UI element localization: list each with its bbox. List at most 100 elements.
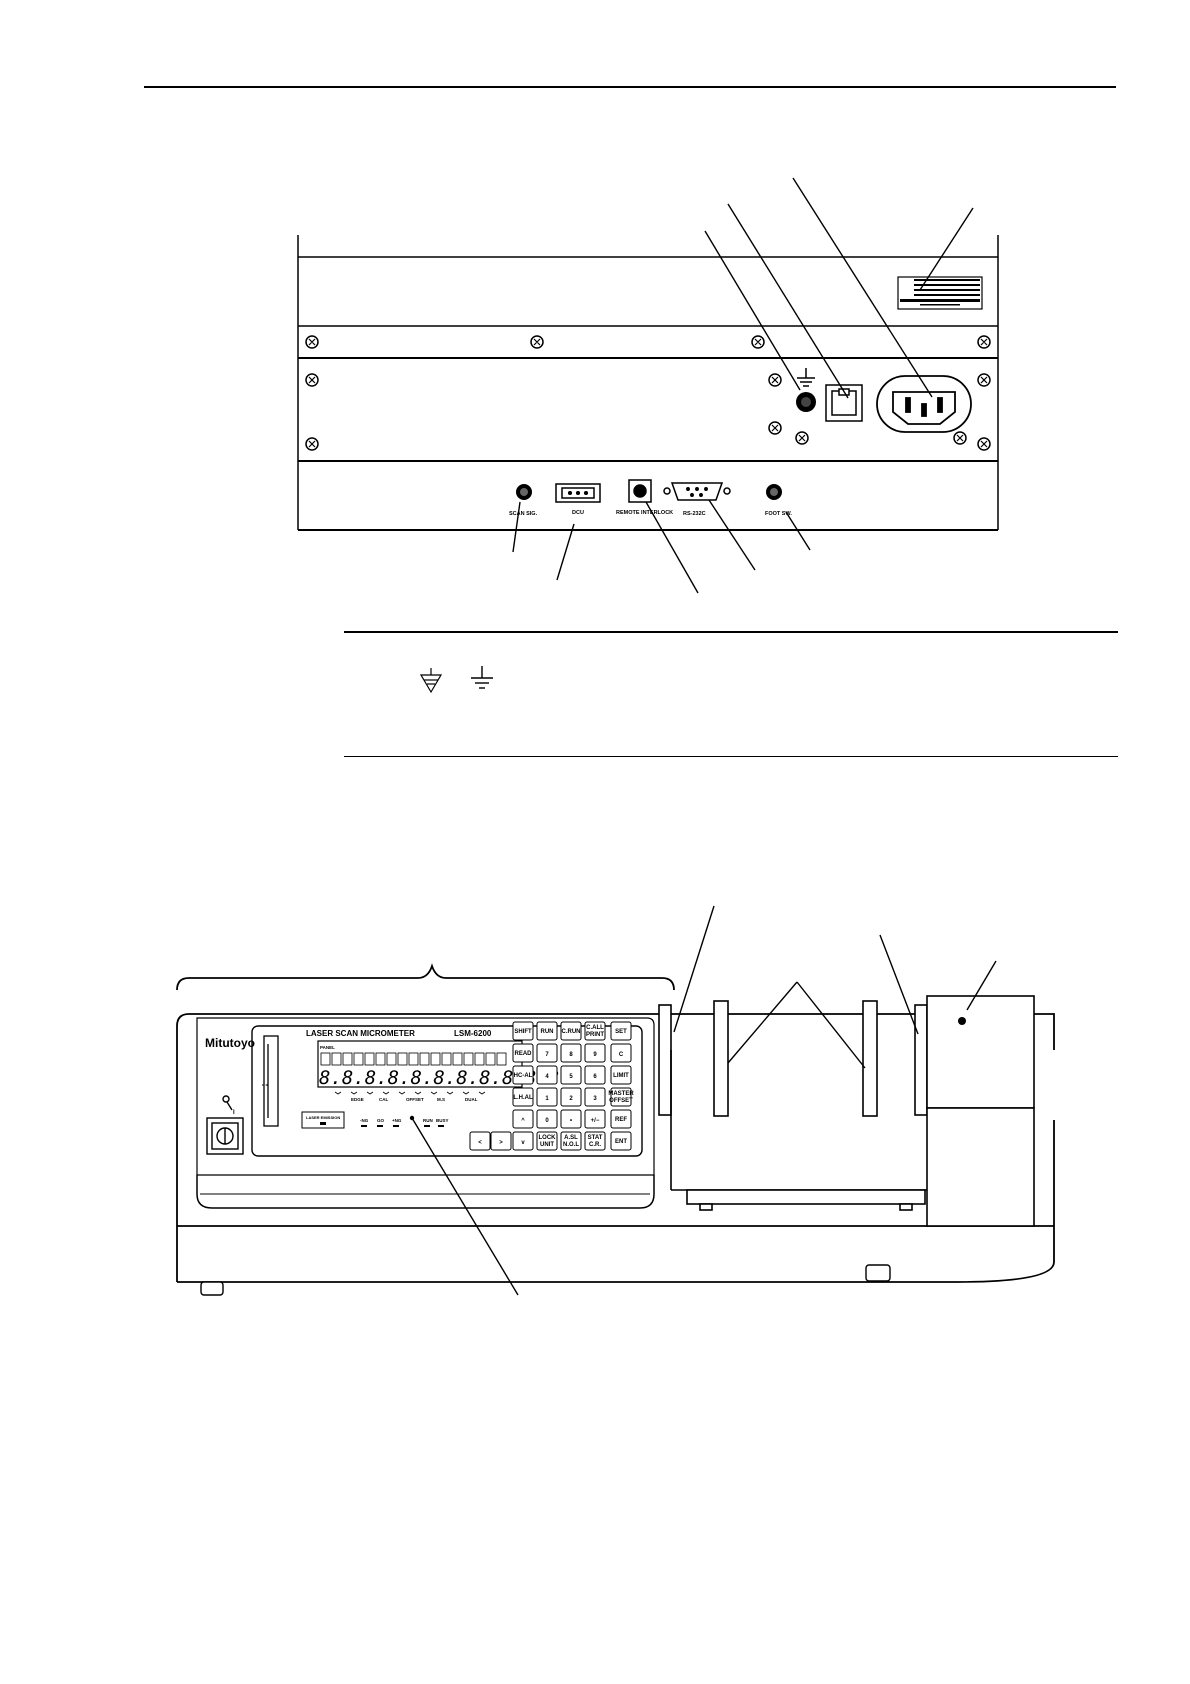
key-label-3-1-0: 1 [545, 1096, 549, 1102]
key-label-1-2-0: 8 [569, 1052, 573, 1058]
rs232c-connector-icon [663, 482, 731, 501]
key-label-2-4-0: LIMIT [613, 1073, 629, 1079]
key-5-1[interactable] [490, 1131, 512, 1151]
key-label-5-4-0: A.SL [564, 1135, 578, 1141]
label-plate [897, 276, 983, 310]
key-3-0[interactable] [512, 1087, 534, 1107]
key-label-4-1-0: 0 [545, 1118, 549, 1124]
key-2-2[interactable] [560, 1065, 582, 1085]
key-5-4[interactable] [560, 1131, 582, 1151]
key-5-2[interactable] [512, 1131, 534, 1151]
key-1-4[interactable] [610, 1043, 632, 1063]
key-1-0[interactable] [512, 1043, 534, 1063]
key-4-1[interactable] [536, 1109, 558, 1129]
key-3-1[interactable] [536, 1087, 558, 1107]
key-label-4-3-0: +/− [591, 1118, 600, 1124]
front-leader-lines [411, 905, 997, 1296]
callout-leader-lines [512, 177, 974, 594]
key-3-2[interactable] [560, 1087, 582, 1107]
key-label-5-4-1: N.O.L [563, 1142, 579, 1148]
key-label-1-0-0: READ [514, 1051, 532, 1057]
key-5-6[interactable] [610, 1131, 632, 1151]
key-3-4[interactable] [610, 1087, 632, 1107]
indicator-busy: BUSY [436, 1118, 449, 1123]
status-ticks [334, 1091, 486, 1095]
header-rule [144, 86, 1116, 88]
key-label-5-3-1: UNIT [540, 1142, 554, 1148]
key-0-1[interactable] [536, 1021, 558, 1041]
note-bottom-rule [344, 756, 1118, 757]
rear-panel-drawing: SCAN SIG. DCU REMOTE INTERLOCK RS-232C F… [297, 177, 999, 594]
key-label-0-3-1: PRINT [586, 1032, 604, 1038]
key-label-4-4-0: REF [615, 1117, 627, 1123]
foot-sw-label: FOOT SW. [765, 511, 792, 517]
scan-sig-connector-icon [516, 484, 532, 500]
key-0-4[interactable] [610, 1021, 632, 1041]
key-3-3[interactable] [584, 1087, 606, 1107]
key-5-0[interactable] [469, 1131, 491, 1151]
key-4-3[interactable] [584, 1109, 606, 1129]
key-label-5-5-0: STAT [588, 1135, 603, 1141]
key-0-3[interactable] [584, 1021, 606, 1041]
rs232c-label: RS-232C [683, 511, 706, 517]
key-2-4[interactable] [610, 1065, 632, 1085]
key-5-3[interactable] [536, 1131, 558, 1151]
status-ms: M.S [437, 1097, 445, 1102]
key-2-1[interactable] [536, 1065, 558, 1085]
key-0-0[interactable] [512, 1021, 534, 1041]
brand-logo: Mitutoyo [205, 1036, 255, 1050]
key-label-2-3-0: 6 [593, 1074, 597, 1080]
ground-icon [471, 666, 493, 689]
status-cal: CAL [379, 1097, 388, 1102]
svg-text:I: I [233, 1110, 235, 1116]
key-4-0[interactable] [512, 1109, 534, 1129]
key-label-4-2-0: • [570, 1118, 572, 1124]
ground-terminal-icon [796, 368, 816, 412]
key-1-3[interactable] [584, 1043, 606, 1063]
key-label-3-2-0: 2 [569, 1096, 573, 1102]
key-label-1-1-0: 7 [545, 1052, 549, 1058]
note-top-rule [344, 631, 1118, 633]
feet [200, 1264, 891, 1296]
key-2-0[interactable] [512, 1065, 534, 1085]
remote-interlock-connector-icon [628, 479, 652, 503]
key-label-3-3-0: 3 [593, 1096, 597, 1102]
dcu-label: DCU [572, 510, 584, 516]
display-title: LASER SCAN MICROMETER [306, 1029, 415, 1038]
key-label-3-4-1: OFFSET [609, 1098, 633, 1104]
key-switch-icon [206, 1095, 244, 1155]
measuring-unit [658, 995, 1035, 1227]
status-dual: DUAL [465, 1097, 478, 1102]
key-2-3[interactable] [584, 1065, 606, 1085]
scan-sig-label: SCAN SIG. [509, 511, 538, 517]
key-label-0-1-0: RUN [541, 1029, 554, 1035]
key-label-0-0-0: SHIFT [514, 1029, 532, 1035]
key-0-2[interactable] [560, 1021, 582, 1041]
key-label-0-2-0: C.RUN [562, 1029, 581, 1035]
key-5-5[interactable] [584, 1131, 606, 1151]
dot-matrix-row [320, 1052, 507, 1066]
key-label-3-0-0: L.H.AL [513, 1095, 533, 1101]
note-symbols [419, 666, 493, 694]
key-label-5-6-0: ENT [615, 1139, 627, 1145]
indicator-plus-ng: +NG [392, 1118, 402, 1123]
indicator-go: GO [377, 1118, 385, 1123]
key-1-1[interactable] [536, 1043, 558, 1063]
key-label-1-3-0: 9 [593, 1052, 597, 1058]
fuse-holder-icon [825, 384, 863, 422]
disk-slot [263, 1035, 279, 1127]
key-4-2[interactable] [560, 1109, 582, 1129]
key-label-4-0-0: ^ [521, 1118, 525, 1124]
remote-interlock-label: REMOTE INTERLOCK [616, 510, 673, 516]
dcu-connector-icon [555, 483, 601, 503]
key-label-5-5-1: C.R. [589, 1142, 601, 1148]
key-label-5-3-0: LOCK [539, 1135, 557, 1141]
key-1-2[interactable] [560, 1043, 582, 1063]
key-label-5-2-0: v [521, 1140, 525, 1146]
indicator-run: RUN [423, 1118, 433, 1123]
key-label-0-4-0: SET [615, 1029, 627, 1035]
key-label-5-0-0: < [478, 1140, 482, 1146]
foot-sw-connector-icon [766, 484, 782, 500]
key-4-4[interactable] [610, 1109, 632, 1129]
